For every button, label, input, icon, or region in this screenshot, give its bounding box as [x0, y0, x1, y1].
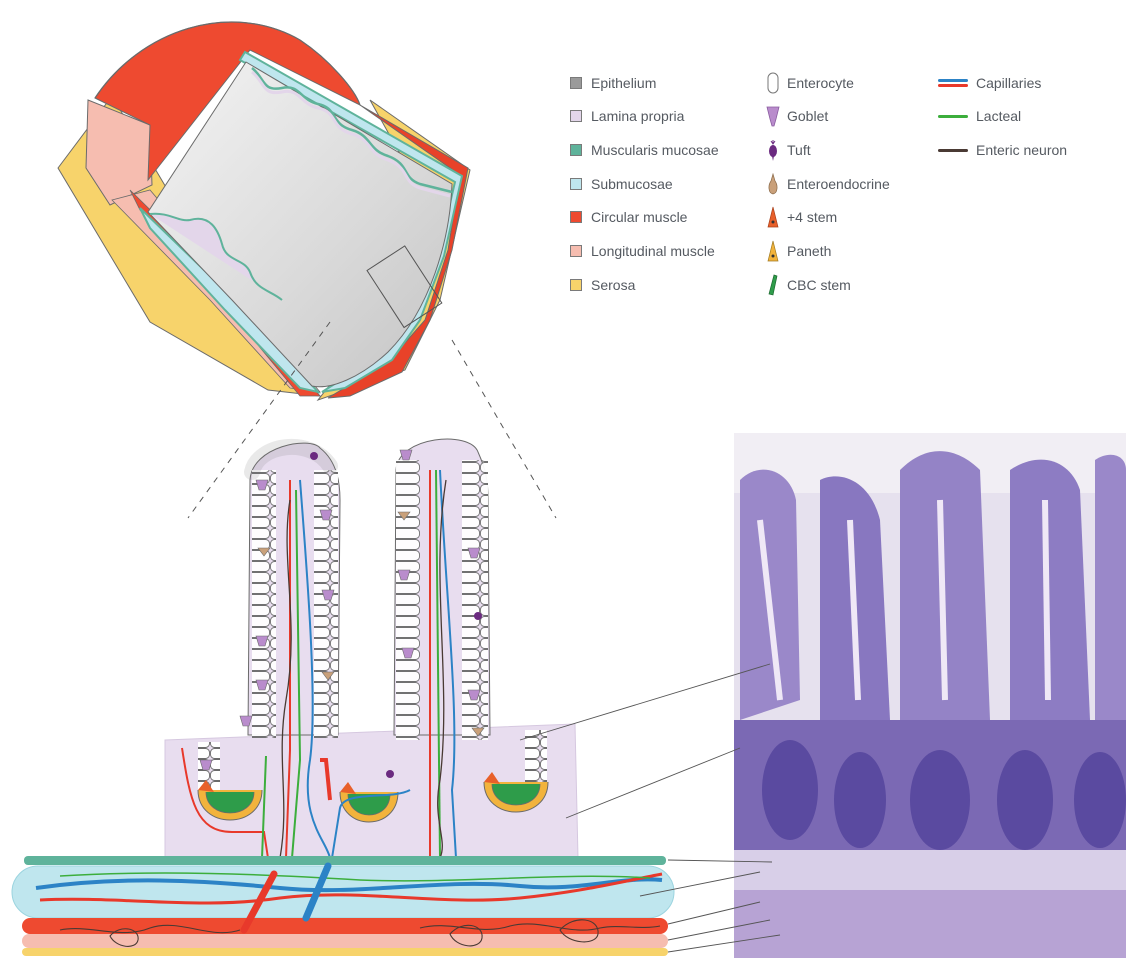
- legend-label: Enteroendocrine: [787, 176, 890, 192]
- legend-label: Tuft: [787, 142, 811, 158]
- enterocyte-icon: [766, 71, 780, 95]
- legend-item-serosa: Serosa: [570, 276, 635, 294]
- legend-item-longitudinal-muscle: Longitudinal muscle: [570, 242, 715, 260]
- legend-item-enteroendocrine: Enteroendocrine: [766, 175, 890, 193]
- lower-layers: [12, 856, 674, 956]
- circular-muscle-band: [22, 918, 668, 934]
- longitudinal-muscle-band: [22, 934, 668, 948]
- tuft-icon: [766, 138, 780, 162]
- legend-item-cbc-stem: CBC stem: [766, 276, 851, 294]
- legend-label: Goblet: [787, 108, 828, 124]
- legend-item-paneth: Paneth: [766, 242, 831, 260]
- legend-item-capillaries: Capillaries: [938, 74, 1041, 92]
- muscularis-mucosae-swatch: [570, 144, 582, 156]
- legend-label: Epithelium: [591, 75, 656, 91]
- histology-image: [734, 433, 1126, 958]
- legend-label: CBC stem: [787, 277, 851, 293]
- legend-label: +4 stem: [787, 209, 837, 225]
- serosa-band: [22, 948, 668, 956]
- legend-item-lamina-propria: Lamina propria: [570, 107, 684, 125]
- circular-muscle-swatch: [570, 211, 582, 223]
- legend-label: Muscularis mucosae: [591, 142, 719, 158]
- legend-item-enterocyte: Enterocyte: [766, 74, 854, 92]
- lacteal-icon: [938, 111, 968, 121]
- legend-label: Enterocyte: [787, 75, 854, 91]
- enteric-neuron-icon: [938, 145, 968, 155]
- villus-diagram: [165, 439, 578, 858]
- legend-label: Serosa: [591, 277, 635, 293]
- legend-item-submucosae: Submucosae: [570, 175, 673, 193]
- paneth-icon: [766, 239, 780, 263]
- legend-item-tuft: Tuft: [766, 141, 811, 159]
- goblet-icon: [766, 104, 780, 128]
- lamina-propria-swatch: [570, 110, 582, 122]
- legend-item-lacteal: Lacteal: [938, 107, 1021, 125]
- intestine-tube: [58, 22, 470, 400]
- enteroendocrine-icon: [766, 172, 780, 196]
- legend-label: Lamina propria: [591, 108, 684, 124]
- capillaries-icon: [938, 78, 968, 88]
- epithelium-swatch: [570, 77, 582, 89]
- submucosae-swatch: [570, 178, 582, 190]
- legend-label: Submucosae: [591, 176, 673, 192]
- legend-label: Capillaries: [976, 75, 1041, 91]
- legend-item-plus4-stem: +4 stem: [766, 208, 837, 226]
- cbc-stem-icon: [766, 273, 780, 297]
- legend-label: Enteric neuron: [976, 142, 1067, 158]
- longitudinal-muscle-swatch: [570, 245, 582, 257]
- legend-label: Paneth: [787, 243, 831, 259]
- legend-label: Longitudinal muscle: [591, 243, 715, 259]
- muscularis-mucosae-band: [24, 856, 666, 865]
- legend-label: Lacteal: [976, 108, 1021, 124]
- legend-item-goblet: Goblet: [766, 107, 828, 125]
- legend-label: Circular muscle: [591, 209, 687, 225]
- legend-item-muscularis-mucosae: Muscularis mucosae: [570, 141, 719, 159]
- serosa-swatch: [570, 279, 582, 291]
- legend-item-epithelium: Epithelium: [570, 74, 656, 92]
- legend-item-circular-muscle: Circular muscle: [570, 208, 687, 226]
- plus4-stem-icon: [766, 205, 780, 229]
- legend-item-enteric-neuron: Enteric neuron: [938, 141, 1067, 159]
